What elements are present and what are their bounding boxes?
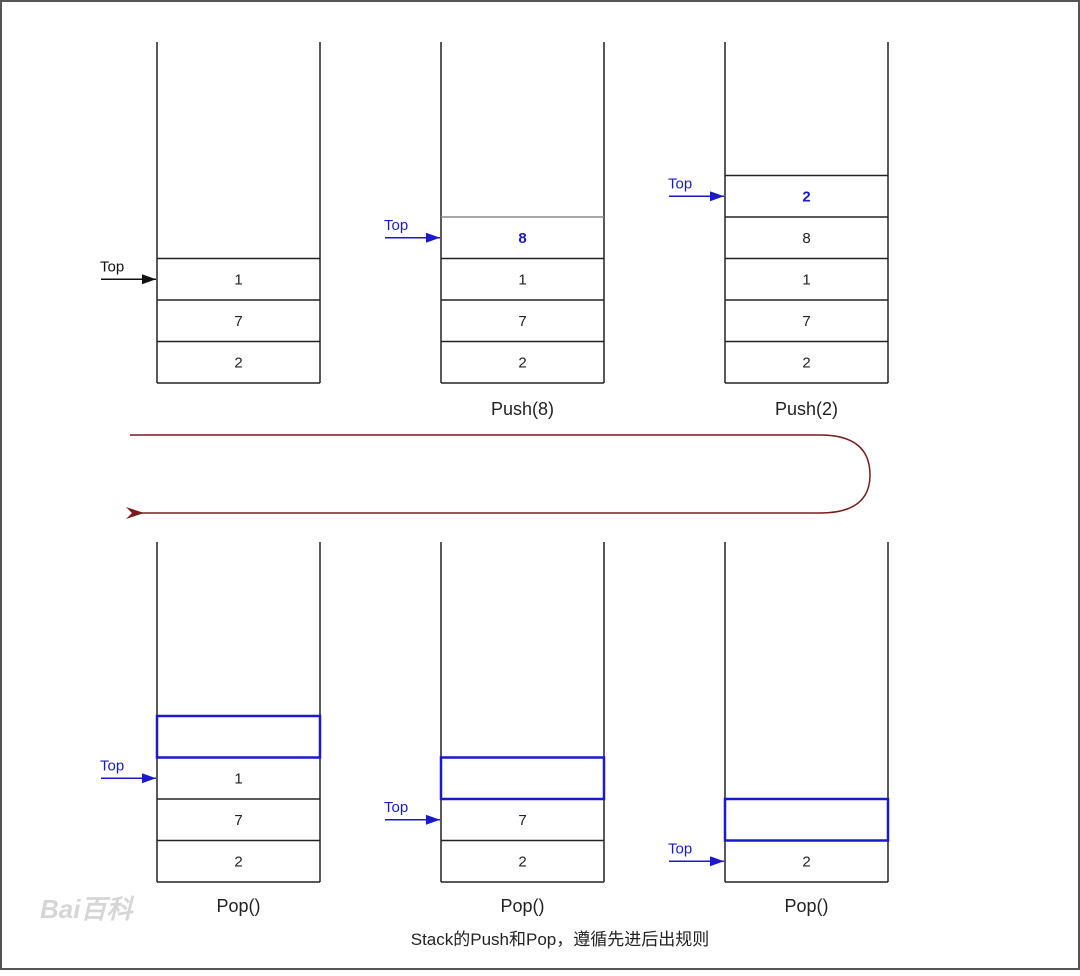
- stack-cell-value: 7: [234, 313, 242, 330]
- top-pointer-label: Top: [384, 217, 408, 234]
- watermark: Bai百科: [40, 894, 134, 924]
- stack-cell-value: 1: [802, 271, 810, 288]
- stack-cell-value: 2: [234, 354, 242, 371]
- stack-caption: Push(2): [775, 399, 838, 419]
- stacks-layer: 172Top8172TopPush(8)28172TopPush(2)172To…: [100, 42, 890, 916]
- top-pointer-label: Top: [100, 757, 124, 774]
- stack-cell-value: 7: [518, 812, 526, 829]
- stack-caption: Pop(): [784, 896, 828, 916]
- stack-cell-value: 1: [234, 770, 242, 787]
- stack-cell-value: 1: [234, 271, 242, 288]
- stack-cell-value: 7: [518, 313, 526, 330]
- stack-s1: 1 7 2 Top: [100, 42, 321, 384]
- stack-caption: Pop(): [500, 896, 544, 916]
- top-pointer-label: Top: [668, 840, 692, 857]
- top-pointer-label: Top: [668, 175, 692, 192]
- stack-cell-value: 2: [802, 853, 810, 870]
- stack-cell-value: 2: [234, 853, 242, 870]
- flow-arrow: [126, 434, 871, 519]
- stack-cell-value: 2: [802, 188, 810, 205]
- popped-slot-box: [723, 797, 890, 842]
- stack-caption: Push(8): [491, 399, 554, 419]
- popped-slot-box: [155, 714, 322, 759]
- stack-cell-value: 2: [802, 354, 810, 371]
- stack-caption: Pop(): [216, 896, 260, 916]
- top-pointer-label: Top: [384, 799, 408, 816]
- stack-cell-value: 8: [518, 230, 526, 247]
- stack-cell-value: 2: [518, 354, 526, 371]
- stack-cell-value: 2: [518, 853, 526, 870]
- stack-cell-value: 1: [518, 271, 526, 288]
- footer-caption: Stack的Push和Pop，遵循先进后出规则: [411, 930, 710, 949]
- top-pointer-label: Top: [100, 258, 124, 275]
- stack-cell-value: 7: [234, 812, 242, 829]
- stack-cell-value: 8: [802, 230, 810, 247]
- stack-cell-value: 7: [802, 313, 810, 330]
- popped-slot-box: [439, 756, 606, 801]
